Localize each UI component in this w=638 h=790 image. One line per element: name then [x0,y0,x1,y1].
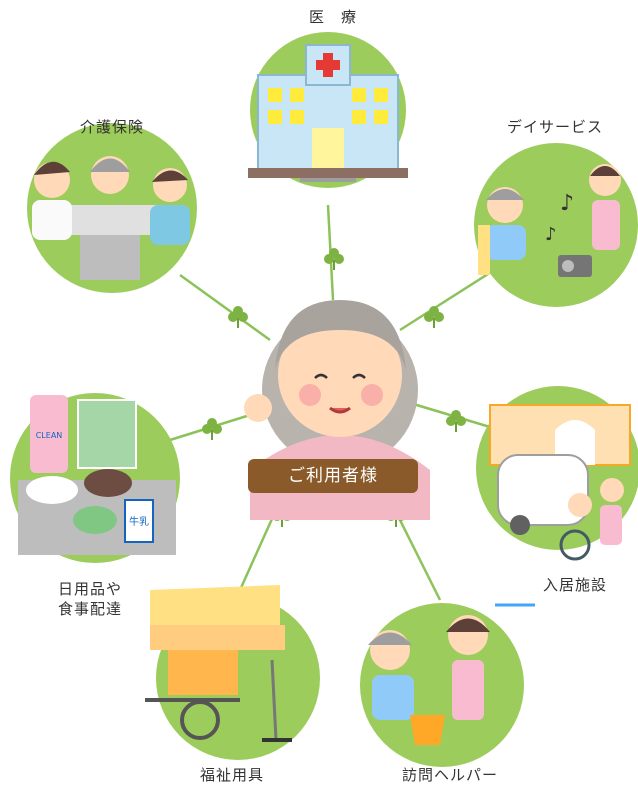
label-residential: 入居施設 [542,576,607,594]
label-daily-goods-line1: 日用品や [57,580,122,598]
home-helper-illustration [368,603,535,745]
care-meeting-illustration [32,156,190,280]
svg-text:♪: ♪ [545,224,557,245]
label-welfare-equipment: 福祉用具 [199,766,264,784]
label-care-insurance: 介護保険 [79,118,144,136]
center-user-label: ご利用者様 [248,459,418,493]
svg-text:♪: ♪ [560,191,574,216]
label-home-helper: 訪問ヘルパー [401,766,498,784]
hospital-illustration [248,44,408,182]
elderly-woman-illustration [244,300,430,520]
residential-illustration [489,404,631,561]
label-daily-goods-line2: 食事配達 [57,600,122,618]
welfare-equipment-illustration [145,585,292,742]
label-day-service: デイサービス [506,118,603,136]
day-service-illustration: ♪ ♪ [478,164,621,277]
svg-text:CLEAN: CLEAN [36,431,63,440]
daily-goods-illustration: CLEAN 牛乳 [18,395,176,555]
svg-text:牛乳: 牛乳 [129,515,149,528]
label-medical: 医 療 [308,8,357,26]
